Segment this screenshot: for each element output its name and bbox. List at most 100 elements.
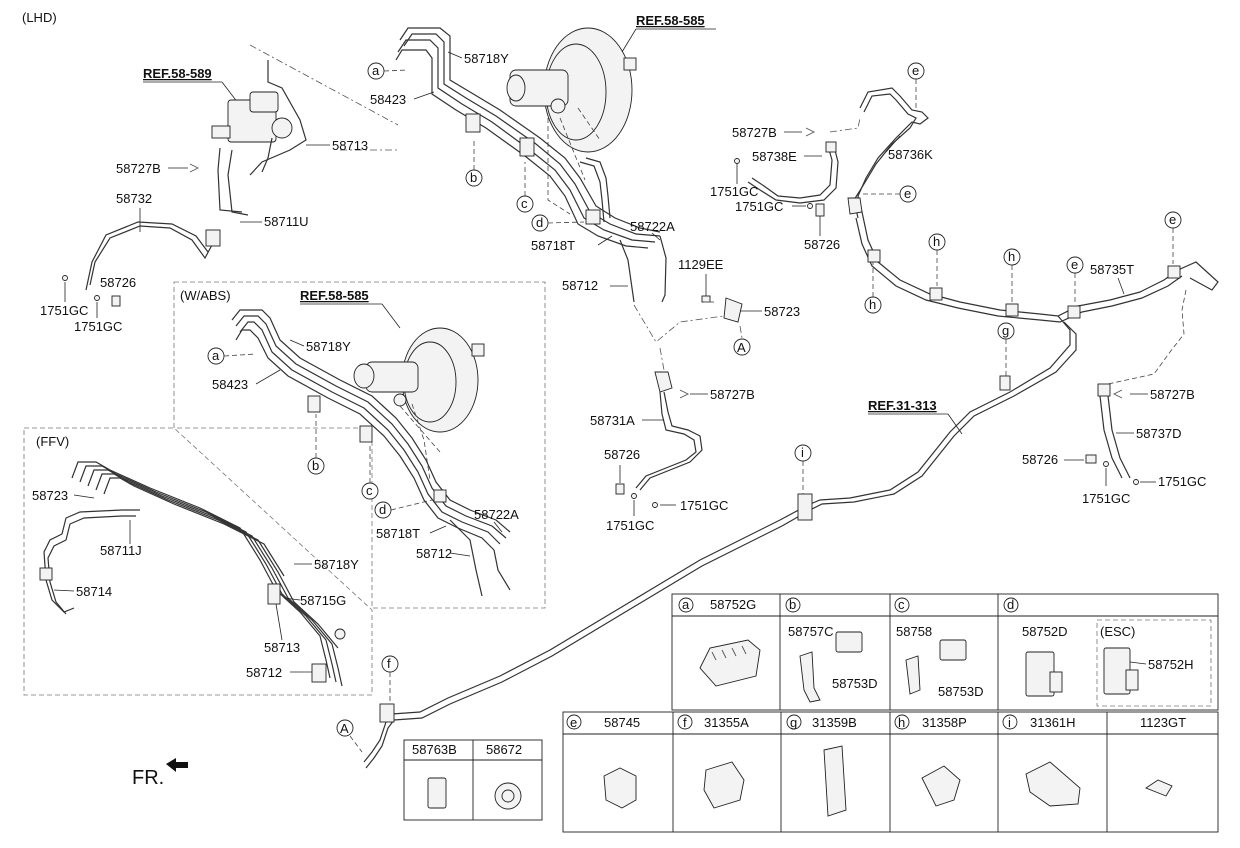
callout-h-2[interactable]: h [1003,248,1021,266]
legend-g-part[interactable]: 31359B [812,715,857,730]
part-1751GC-l2[interactable]: 1751GC [74,319,122,334]
part-58712-abs[interactable]: 58712 [416,546,452,561]
ref-58-585-abs[interactable]: REF.58-585 [300,288,369,303]
callouts: a b c d A e e h h h e e g i f A a b c [207,62,1182,753]
svg-text:e: e [912,63,919,78]
part-58722A-abs[interactable]: 58722A [474,507,519,522]
part-58711J[interactable]: 58711J [100,543,142,558]
callout-e-3[interactable]: e [1066,256,1084,274]
callout-g[interactable]: g [997,322,1015,340]
legend-i[interactable]: i [1002,714,1018,730]
callout-c-top[interactable]: c [516,195,534,213]
part-58718Y-abs[interactable]: 58718Y [306,339,351,354]
legend-h[interactable]: h [894,714,910,730]
part-58713-top[interactable]: 58713 [332,138,368,153]
part-58726-left[interactable]: 58726 [100,275,136,290]
part-58718T-top[interactable]: 58718T [531,238,575,253]
legend-d-part2[interactable]: 58752H [1148,657,1194,672]
part-58735T[interactable]: 58735T [1090,262,1134,277]
part-1751GC-r1[interactable]: 1751GC [710,184,758,199]
part-1129EE[interactable]: 1129EE [678,257,724,272]
part-1751GC-r2[interactable]: 1751GC [735,199,783,214]
part-58731A[interactable]: 58731A [590,413,635,428]
ref-58-589[interactable]: REF.58-589 [143,66,212,81]
legend-e[interactable]: e [566,714,582,730]
callout-b-top[interactable]: b [465,169,483,187]
legend-table: a 58752G b 58757C 58753D c 58758 58753D … [562,593,1219,833]
part-58727B-r1[interactable]: 58727B [732,125,777,140]
part-1751GC-r3[interactable]: 1751GC [1082,491,1130,506]
legend-i-part[interactable]: 31361H [1030,715,1076,730]
legend-c[interactable]: c [894,597,910,613]
callout-e-1[interactable]: e [907,62,925,80]
small-part-58672[interactable]: 58672 [486,742,522,757]
part-58722A-top[interactable]: 58722A [630,219,675,234]
callout-a-top[interactable]: a [367,62,385,80]
part-1751GC-m1[interactable]: 1751GC [680,498,728,513]
part-58726-mid[interactable]: 58726 [604,447,640,462]
legend-c-part1[interactable]: 58758 [896,624,932,639]
part-58726-r1[interactable]: 58726 [804,237,840,252]
small-parts-table: 58763B 58672 [403,739,543,821]
part-58711U[interactable]: 58711U [264,214,309,229]
svg-text:a: a [372,63,380,78]
part-58718Y-top[interactable]: 58718Y [464,51,509,66]
legend-h-part[interactable]: 31358P [922,715,967,730]
legend-d-part1[interactable]: 58752D [1022,624,1068,639]
callout-h-3[interactable]: h [864,296,882,314]
abs-variant-box: (W/ABS) REF.58-585 58718Y 58423 58722A 5… [173,281,546,609]
callout-e-4[interactable]: e [1164,211,1182,229]
part-58727B-left[interactable]: 58727B [116,161,161,176]
svg-text:d: d [536,215,543,230]
part-1751GC-m2[interactable]: 1751GC [606,518,654,533]
callout-h-1[interactable]: h [928,233,946,251]
legend-a[interactable]: a [678,597,694,613]
legend-e-part[interactable]: 58745 [604,715,640,730]
part-58712-top[interactable]: 58712 [562,278,598,293]
legend-g[interactable]: g [786,714,802,730]
part-1751GC-r4[interactable]: 1751GC [1158,474,1206,489]
legend-f-part[interactable]: 31355A [704,715,749,730]
legend-f[interactable]: f [677,714,693,730]
small-part-58763B[interactable]: 58763B [412,742,457,757]
callout-d-top[interactable]: d [531,214,549,232]
legend-c-part2[interactable]: 58753D [938,684,984,699]
callout-f[interactable]: f [381,655,399,673]
callout-e-2[interactable]: e [899,185,917,203]
part-58714[interactable]: 58714 [76,584,112,599]
callout-d-abs[interactable]: d [374,501,392,519]
part-58723-top[interactable]: 58723 [764,304,800,319]
part-58738E[interactable]: 58738E [752,149,797,164]
part-58718Y-ffv[interactable]: 58718Y [314,557,359,572]
part-58723-ffv[interactable]: 58723 [32,488,68,503]
part-58712-ffv[interactable]: 58712 [246,665,282,680]
part-58727B-mid[interactable]: 58727B [710,387,755,402]
part-58732[interactable]: 58732 [116,191,152,206]
callout-A-bottom[interactable]: A [336,719,354,737]
legend-a-part[interactable]: 58752G [710,597,756,612]
ref-31-313[interactable]: REF.31-313 [868,398,937,413]
legend-b-part1[interactable]: 58757C [788,624,834,639]
part-58727B-r2[interactable]: 58727B [1150,387,1195,402]
part-58737D[interactable]: 58737D [1136,426,1182,441]
callout-A-top[interactable]: A [733,338,751,356]
part-58713-ffv[interactable]: 58713 [264,640,300,655]
part-58423-top[interactable]: 58423 [370,92,406,107]
callout-b-abs[interactable]: b [307,457,325,475]
part-58423-abs[interactable]: 58423 [212,377,248,392]
legend-b-part2[interactable]: 58753D [832,676,878,691]
callout-c-abs[interactable]: c [361,482,379,500]
part-58718T-abs[interactable]: 58718T [376,526,420,541]
legend-1123GT-part[interactable]: 1123GT [1140,715,1186,730]
svg-text:a: a [212,348,220,363]
part-58736K[interactable]: 58736K [888,147,933,162]
part-58715G[interactable]: 58715G [300,593,346,608]
part-58726-r2[interactable]: 58726 [1022,452,1058,467]
legend-b[interactable]: b [785,597,801,613]
legend-d[interactable]: d [1003,597,1019,613]
callout-a-abs[interactable]: a [207,347,225,365]
ref-58-585-top[interactable]: REF.58-585 [636,13,705,28]
part-1751GC-l1[interactable]: 1751GC [40,303,88,318]
callout-i[interactable]: i [794,444,812,462]
